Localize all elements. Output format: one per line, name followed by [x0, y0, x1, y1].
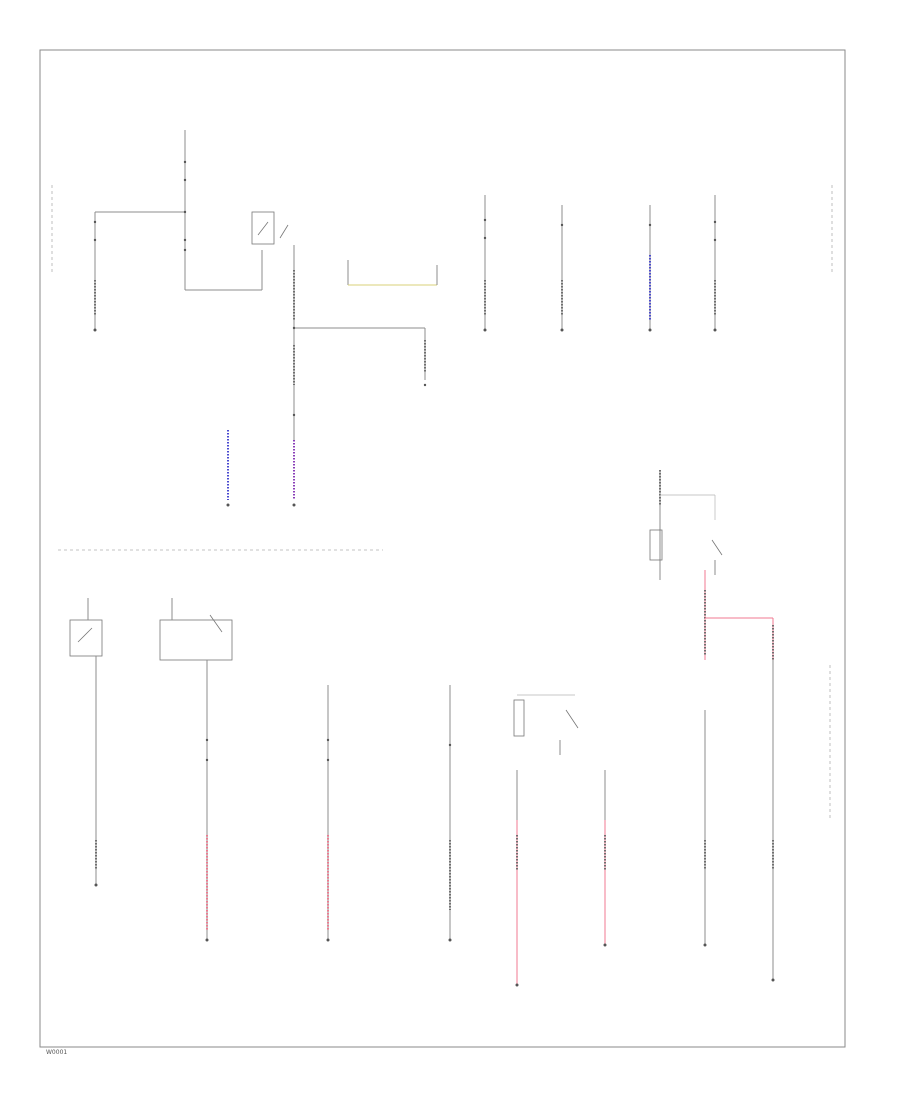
- bottom-switch-circuit-2: [159, 598, 233, 942]
- left-purple-stub: [226, 430, 230, 507]
- page-code: W0001: [46, 1049, 67, 1056]
- drop-circuit-2: [560, 205, 564, 332]
- bottom-column-4: [448, 685, 452, 942]
- bottom-relay-pair: [513, 694, 607, 987]
- drop-circuit-3: [648, 205, 652, 332]
- bottom-column-3: [326, 685, 330, 942]
- relay-switch-top: [251, 211, 289, 245]
- drop-circuit-4: [713, 195, 717, 332]
- bottom-column-right: [703, 710, 707, 947]
- right-relay-circuit: [649, 470, 775, 982]
- drop-circuit-1: [483, 195, 487, 332]
- bottom-left-switch-circuit: [69, 598, 103, 887]
- top-feed-circuit: [95, 130, 263, 291]
- yellow-wire-link: [347, 260, 438, 286]
- diagram-frame: [39, 49, 846, 1048]
- center-bus-circuit: [292, 245, 427, 507]
- left-branch-circuit: [93, 212, 97, 332]
